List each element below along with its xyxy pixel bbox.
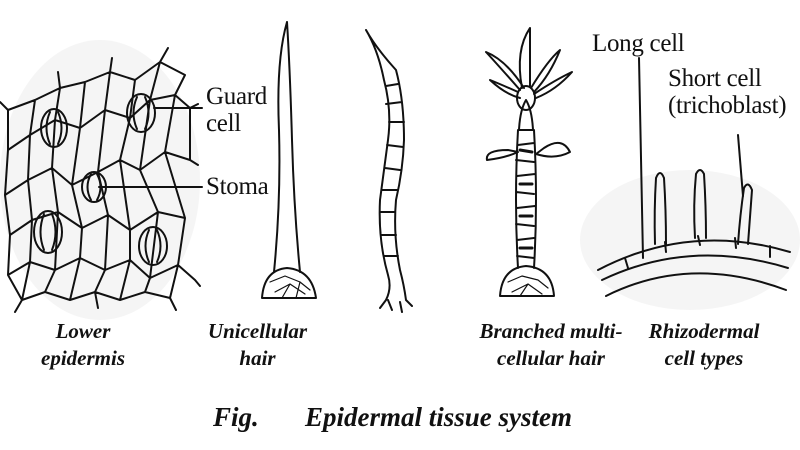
unicellular-hair [273, 21, 301, 273]
rhizodermis-inner-wall [601, 254, 789, 281]
segmented-hair [365, 29, 413, 313]
root-hairs [653, 169, 753, 245]
branched-hair-drawing [485, 27, 573, 297]
figure-caption-prefix: Fig. [213, 402, 259, 432]
branched-base-cells [507, 275, 549, 297]
short-cell-leader-line [737, 134, 744, 197]
long-cell-label: Long cell [592, 30, 685, 57]
branch-tufts [485, 27, 573, 161]
branched-hair-stem [515, 129, 537, 269]
branched-hair-base [499, 265, 555, 297]
figure-caption-title: Epidermal tissue system [305, 402, 573, 432]
unicellular-hair-drawing [261, 21, 413, 313]
long-cell-leader-line [638, 57, 644, 259]
guard-cell-label: Guard cell [206, 83, 267, 137]
epidermal-cell-network [0, 47, 201, 313]
stoma-bottom-left [33, 210, 63, 254]
lower-epidermis-drawing [0, 47, 203, 313]
rhizodermal-drawing [597, 57, 791, 297]
short-cell-label: Short cell (trichoblast) [668, 65, 787, 119]
stoma-label: Stoma [206, 173, 269, 200]
stoma-bottom-right [138, 226, 168, 266]
hair-base-cells [269, 275, 311, 299]
unicellular-hair-label: Unicellular hair [207, 319, 308, 370]
cortex-wall [605, 272, 787, 297]
stoma-top-left [40, 108, 68, 148]
rhizodermal-label: Rhizodermal cell types [648, 319, 760, 370]
stoma-top-right [126, 93, 156, 133]
rhizodermis-outer-wall [597, 239, 791, 271]
hair-base-dome [261, 267, 317, 299]
lower-epidermis-label: Lower epidermis [41, 319, 125, 370]
rhizodermis-cell-walls [624, 235, 771, 269]
stem-shading [518, 148, 534, 250]
branched-hair-label: Branched multi- cellular hair [479, 319, 623, 370]
